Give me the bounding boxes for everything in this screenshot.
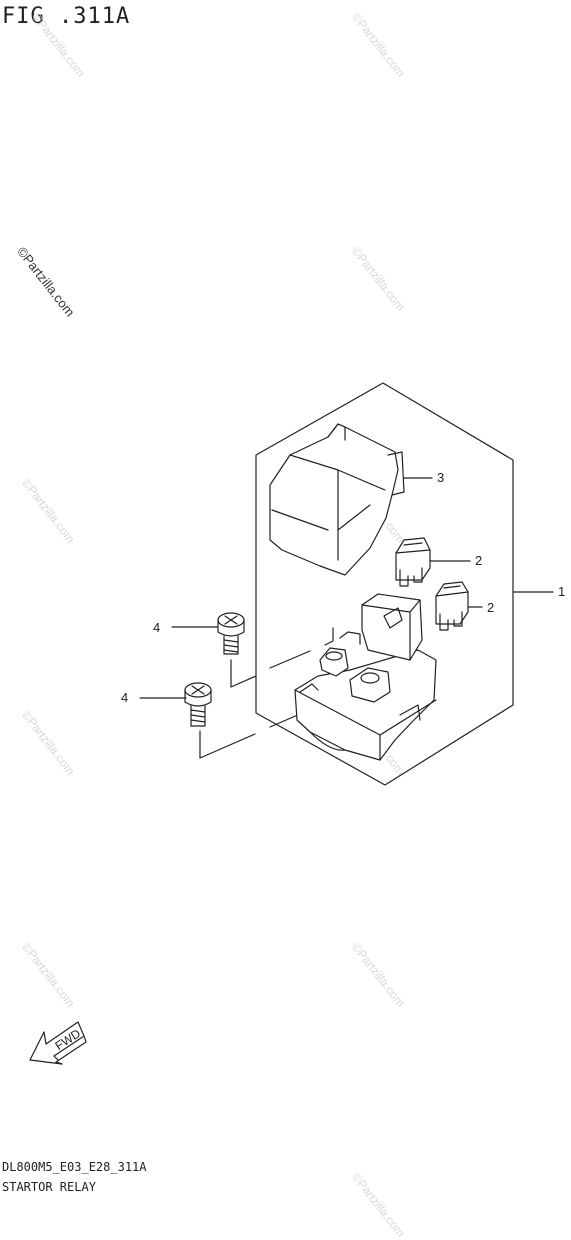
bolt-a [217,612,245,655]
fuse-a [395,537,431,587]
figure-title: FIG .311A [2,4,131,29]
callout-2: 2 [487,600,495,615]
assembly-outline [255,382,514,786]
callout-4: 4 [121,690,129,705]
bolt-b [184,682,212,727]
fuse-b [435,581,469,631]
callout-2: 2 [475,553,483,568]
relay-body [294,593,437,761]
callout-4: 4 [153,620,161,635]
callout-1: 1 [558,584,566,599]
bolt-a-guide [230,627,334,688]
callout-3: 3 [437,470,445,485]
diagram-code: DL800M5_E03_E28_311A [2,1160,147,1174]
diagram-name: STARTOR RELAY [2,1180,96,1194]
fwd-arrow-icon [29,1021,87,1065]
bolt-b-guide [199,713,301,759]
relay-cover [269,423,405,576]
parts-diagram: FWD [29,382,554,1065]
